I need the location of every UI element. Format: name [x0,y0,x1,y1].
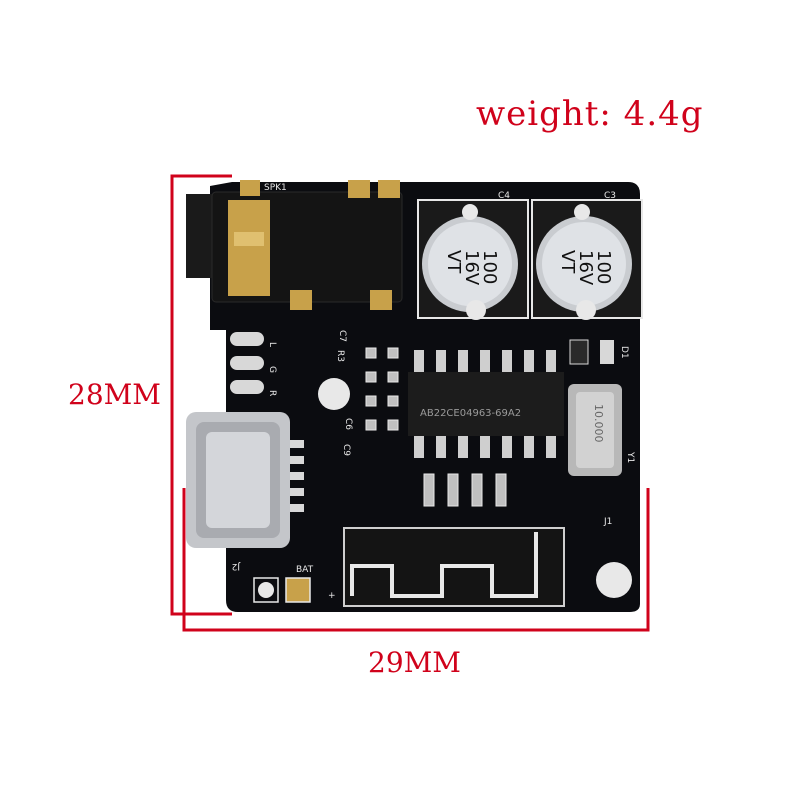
bluetooth-antenna [343,527,565,607]
silk-j1: J1 [603,517,612,527]
usb-c-connector [186,412,304,548]
crystal-oscillator: 10.000 [568,384,622,476]
silk-c3: C3 [604,191,616,201]
capacitor-c3-marking: 100 16V VT [557,250,614,286]
silk-g: G [267,366,277,373]
weight-label: weight: 4.4g [476,94,704,134]
main-ic-chip: AB22CE04963-69A2 [408,350,564,458]
capacitor-value: 100 [479,250,500,284]
audio-jack [186,180,403,310]
silk-l: L [267,342,277,347]
capacitor-c4 [417,199,529,320]
smd-components-bottom [423,473,507,507]
silk-plus: + [328,591,336,601]
capacitor-c4-marking: 100 16V VT [443,250,500,286]
silk-spk1: SPK1 [264,183,287,193]
silk-r: R [267,390,277,396]
silk-y1: Y1 [625,451,635,463]
capacitor-series: VT [443,250,464,274]
battery-pads [253,577,311,603]
smd-components-left [365,347,399,431]
capacitor-voltage: 16V [575,250,596,286]
silk-bat: BAT [296,565,314,575]
silk-d1: D1 [619,346,629,359]
silk-j2: J2 [232,561,241,571]
silk-r3: R3 [335,350,345,362]
capacitor-c3 [531,199,643,320]
capacitor-series: VT [557,250,578,274]
mounting-hole [596,562,632,598]
silk-c9: C9 [341,444,351,456]
smd-part [569,339,589,365]
width-dimension-label: 29MM [368,646,461,679]
silk-c6: C6 [343,418,353,430]
height-dimension-bracket [170,174,232,616]
lgr-pads [230,332,264,394]
capacitor-value: 100 [593,250,614,284]
width-dimension-bracket [182,488,650,632]
pcb-board: 100 16V VT 100 16V VT SPK1 C4 C3 C7 R3 C… [186,180,643,612]
silk-c7: C7 [337,330,347,342]
chip-marking: AB22CE04963-69A2 [420,408,521,419]
capacitor-voltage: 16V [461,250,482,286]
silk-c4: C4 [498,191,510,201]
height-dimension-label: 28MM [68,378,161,411]
mounting-hole [318,378,350,410]
led [600,340,614,364]
crystal-marking: 10.000 [592,404,605,443]
